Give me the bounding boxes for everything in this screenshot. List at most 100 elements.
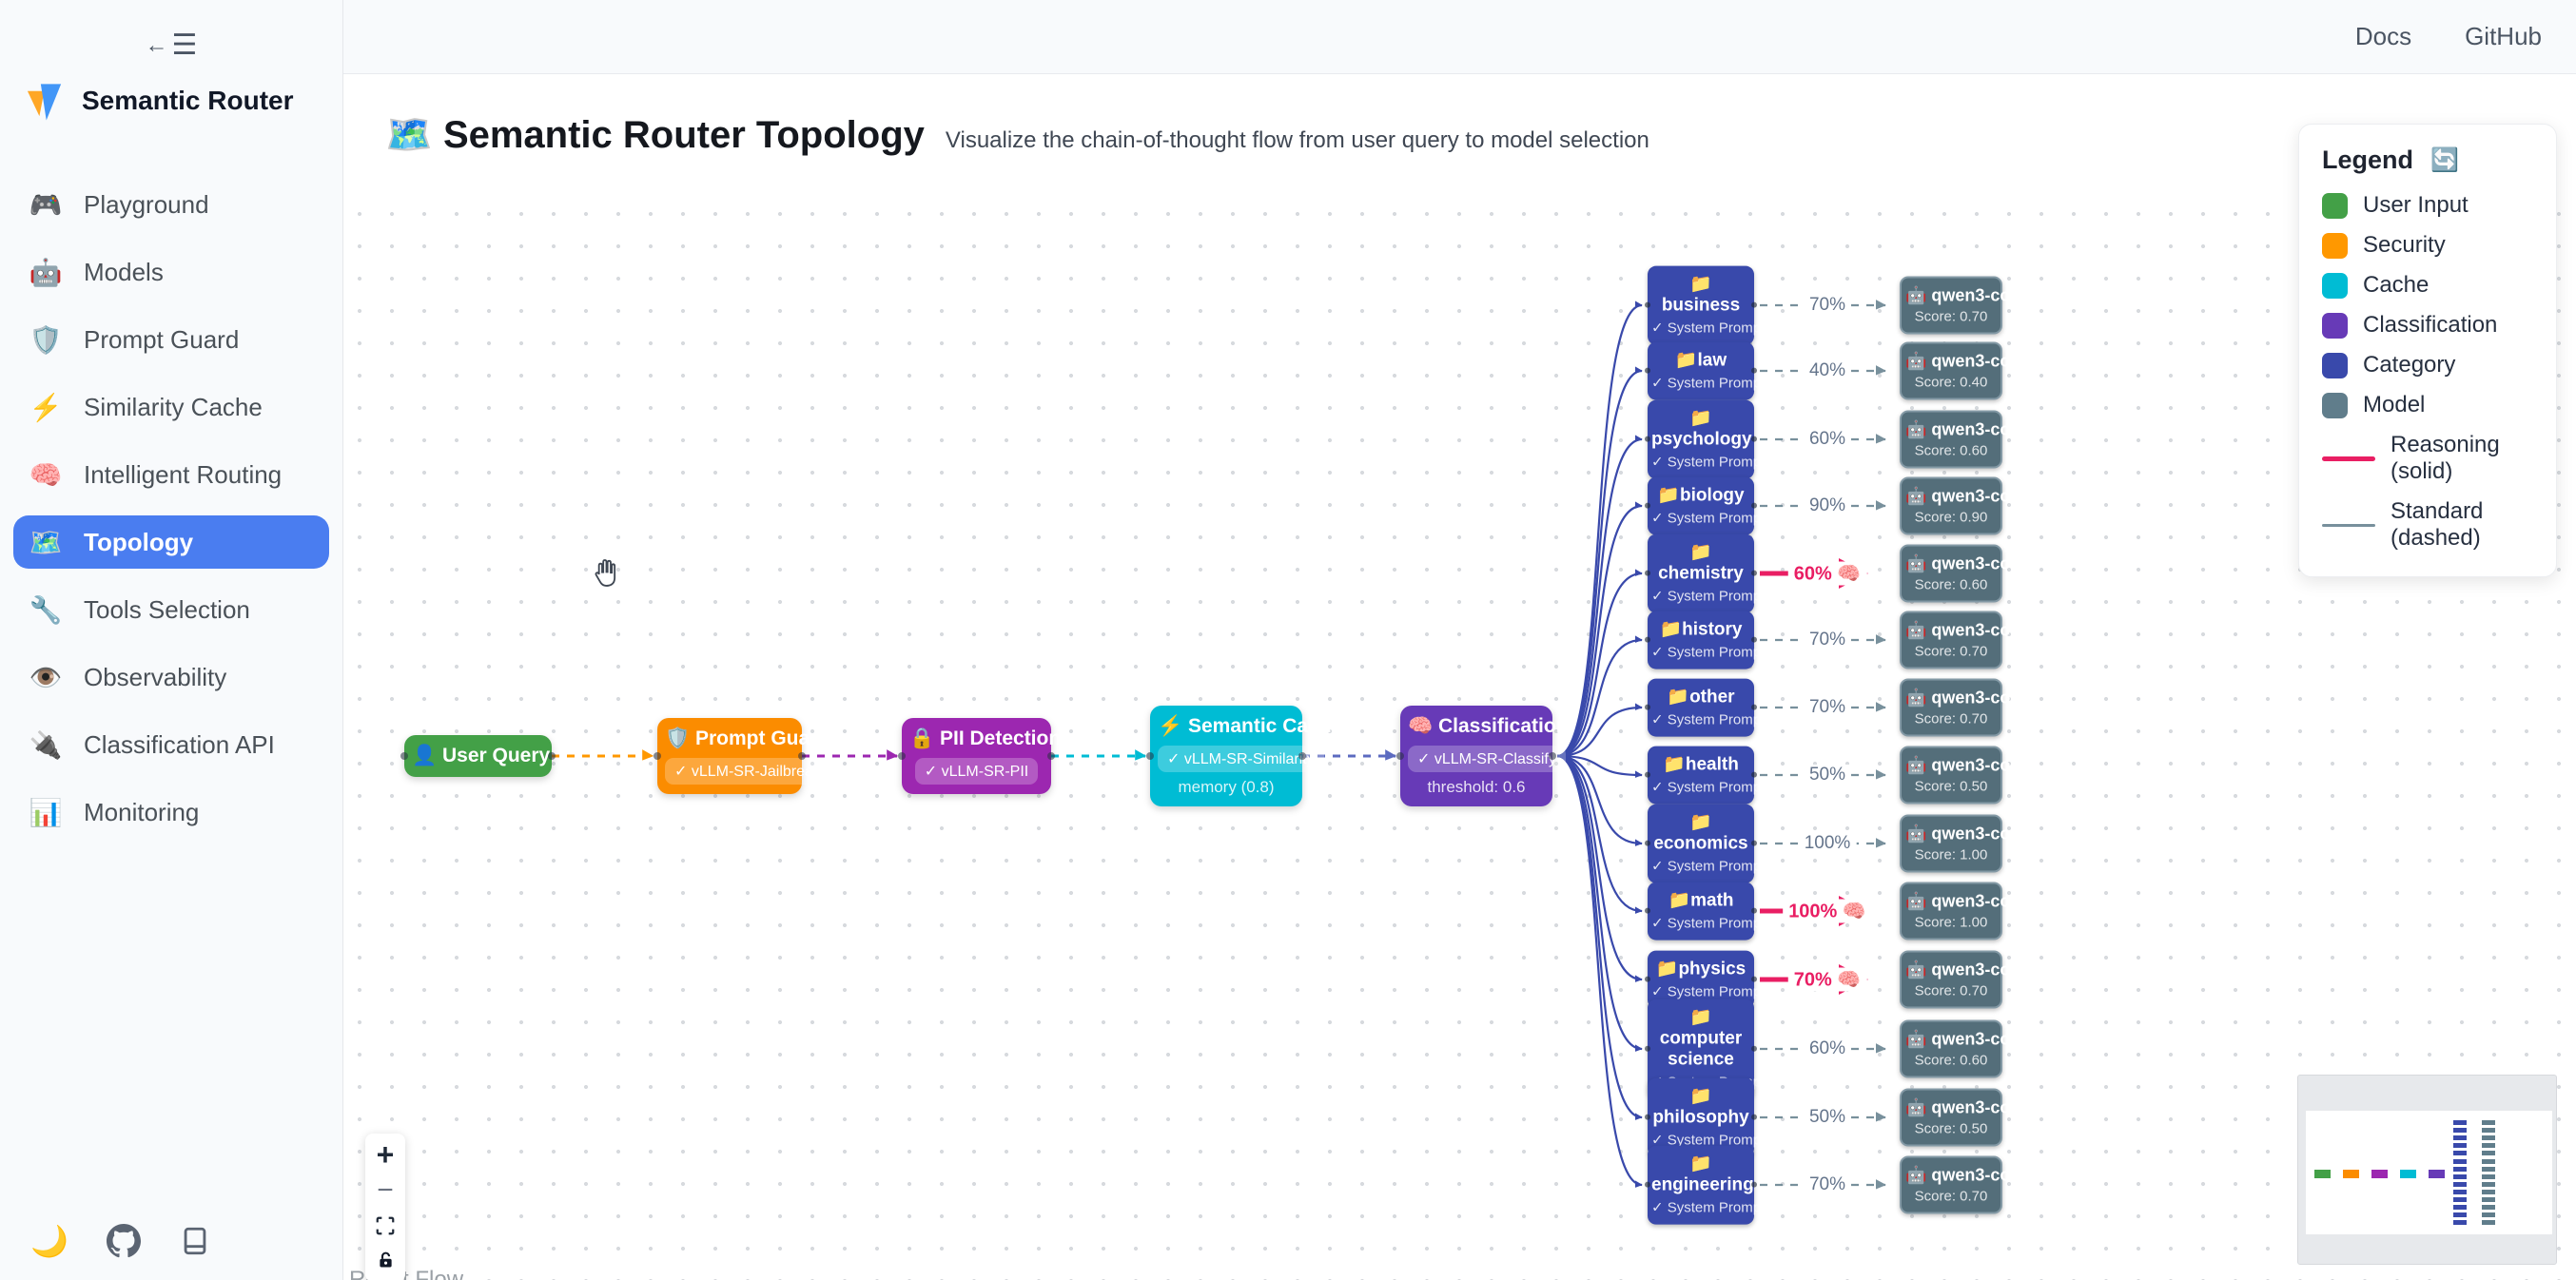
model-title: 🤖 qwen3-coder — [1905, 1097, 2038, 1117]
fit-view-button[interactable] — [365, 1208, 405, 1243]
docs-link[interactable]: Docs — [2354, 22, 2412, 50]
minimap-node — [2453, 1158, 2467, 1164]
docs-book-icon[interactable] — [179, 1225, 211, 1257]
model-title: 🤖 qwen3-coder — [1905, 1165, 2038, 1185]
category-node-law[interactable]: 📁law✓ System Prompt — [1648, 341, 1765, 400]
category-node-other[interactable]: 📁other✓ System Prompt — [1648, 678, 1765, 737]
model-title: 🤖 qwen3-coder — [1905, 486, 2038, 506]
edge-percent-label: 90% — [1803, 495, 1852, 516]
category-node-psychology[interactable]: 📁psychology✓ System Prompt — [1648, 399, 1766, 479]
model-score: Score: 0.60 — [1914, 1052, 1988, 1069]
prompt-guard-icon: 🛡️ — [29, 324, 63, 355]
sidebar-item-models[interactable]: 🤖Models — [13, 245, 329, 299]
minimap-node — [2453, 1128, 2467, 1134]
app-logo[interactable]: Semantic Router — [25, 78, 294, 124]
legend-swatch — [2322, 312, 2348, 339]
sidebar-menu: 🎮Playground 🤖Models 🛡️Prompt Guard ⚡Similar… — [0, 164, 342, 839]
category-node-economics[interactable]: 📁economics✓ System Prompt — [1648, 804, 1765, 883]
minimap-node — [2453, 1120, 2467, 1125]
minimap-node — [2482, 1151, 2495, 1156]
category-title: 📁math — [1668, 890, 1734, 911]
minimap-node — [2453, 1166, 2467, 1172]
model-score: Score: 0.70 — [1914, 1188, 1988, 1205]
model-title: 🤖 qwen3-coder — [1905, 419, 2038, 439]
category-node-biology[interactable]: 📁biology✓ System Prompt — [1648, 476, 1766, 535]
model-title: 🤖 qwen3-coder — [1905, 620, 2038, 640]
pipeline-node-prompt-guard[interactable]: 🛡️ Prompt Guard✓ vLLM-SR-Jailbreak — [657, 718, 830, 794]
model-score: Score: 0.70 — [1914, 643, 1988, 660]
theme-toggle-moon-icon[interactable]: 🌙 — [30, 1224, 68, 1258]
category-node-business[interactable]: 📁business✓ System Prompt — [1648, 265, 1766, 345]
sidebar-item-playground[interactable]: 🎮Playground — [13, 178, 329, 231]
pipeline-node-user-query[interactable]: 👤 User Query — [404, 735, 552, 777]
refresh-icon[interactable]: 🔄 — [2430, 147, 2459, 173]
sidebar-item-similarity-cache[interactable]: ⚡Similarity Cache — [13, 380, 329, 434]
edge-percent-label: 70% — [1803, 1174, 1852, 1195]
tools-selection-icon: 🔧 — [29, 594, 63, 625]
pipeline-node-pii-detection[interactable]: 🔒 PII Detection ✓ vLLM-SR-PII — [902, 718, 1062, 794]
similarity-cache-icon: ⚡ — [29, 392, 63, 422]
legend-line-dashed: Standard (dashed) — [2322, 498, 2533, 552]
minimap[interactable] — [2297, 1075, 2557, 1265]
model-badge: ✓ vLLM-SR-PII — [914, 758, 1039, 785]
model-score: Score: 0.50 — [1914, 1120, 1988, 1137]
zoom-in-button[interactable]: + — [376, 1137, 395, 1172]
node-title: 🔒 PII Detection — [909, 727, 1062, 749]
category-subtitle: ✓ System Prompt — [1651, 320, 1766, 337]
classification-api-icon: 🔌 — [29, 729, 63, 760]
lock-button[interactable] — [365, 1243, 405, 1278]
hand-cursor — [587, 554, 625, 597]
model-title: 🤖 qwen3-coder — [1905, 1029, 2038, 1049]
sidebar-item-classification-api[interactable]: 🔌Classification API — [13, 718, 329, 771]
topology-icon: 🗺️ — [29, 527, 63, 557]
legend-line-solid: Reasoning (solid) — [2322, 432, 2533, 485]
sidebar-item-tools-selection[interactable]: 🔧Tools Selection — [13, 583, 329, 636]
flow-canvas[interactable]: 🗺️ Semantic Router Topology Visualize th… — [343, 74, 2576, 1280]
category-node-health[interactable]: 📁health✓ System Prompt — [1648, 746, 1765, 805]
edge-percent-label: 60% — [1803, 429, 1852, 450]
sidebar-item-observability[interactable]: 👁️Observability — [13, 650, 329, 704]
minimap-node — [2314, 1170, 2331, 1178]
sidebar-item-prompt-guard[interactable]: 🛡️Prompt Guard — [13, 313, 329, 366]
category-subtitle: ✓ System Prompt — [1651, 454, 1766, 471]
github-icon[interactable] — [106, 1224, 141, 1258]
minimap-node — [2482, 1220, 2495, 1226]
sidebar-item-intelligent-routing[interactable]: 🧠Intelligent Routing — [13, 448, 329, 501]
category-node-engineering[interactable]: 📁engineering✓ System Prompt — [1648, 1145, 1766, 1225]
edge-percent-label: 40% — [1803, 360, 1852, 381]
edge-percent-label: 70% — [1803, 295, 1852, 316]
sidebar-item-monitoring[interactable]: 📊Monitoring — [13, 785, 329, 839]
category-node-philosophy[interactable]: 📁philosophy✓ System Prompt — [1648, 1077, 1765, 1157]
sidebar-collapse-button[interactable]: ←☰ — [146, 29, 198, 62]
zoom-out-button[interactable]: − — [377, 1173, 394, 1206]
category-node-chemistry[interactable]: 📁chemistry✓ System Prompt — [1648, 533, 1765, 613]
github-link[interactable]: GitHub — [2465, 22, 2542, 50]
category-title: 📁economics — [1653, 812, 1748, 854]
edge-percent-label: 70% — [1803, 697, 1852, 718]
category-node-math[interactable]: 📁math✓ System Prompt — [1648, 882, 1765, 941]
category-subtitle: ✓ System Prompt — [1651, 510, 1766, 527]
category-node-history[interactable]: 📁history✓ System Prompt — [1648, 611, 1765, 669]
topbar: Docs GitHub — [343, 0, 2576, 74]
page-title: 🗺️ Semantic Router Topology — [385, 114, 925, 156]
sidebar-item-topology[interactable]: 🗺️Topology — [13, 515, 329, 569]
category-subtitle: ✓ System Prompt — [1651, 1199, 1766, 1216]
legend-item-user-input: User Input — [2322, 192, 2533, 219]
model-score: Score: 1.00 — [1914, 914, 1988, 931]
